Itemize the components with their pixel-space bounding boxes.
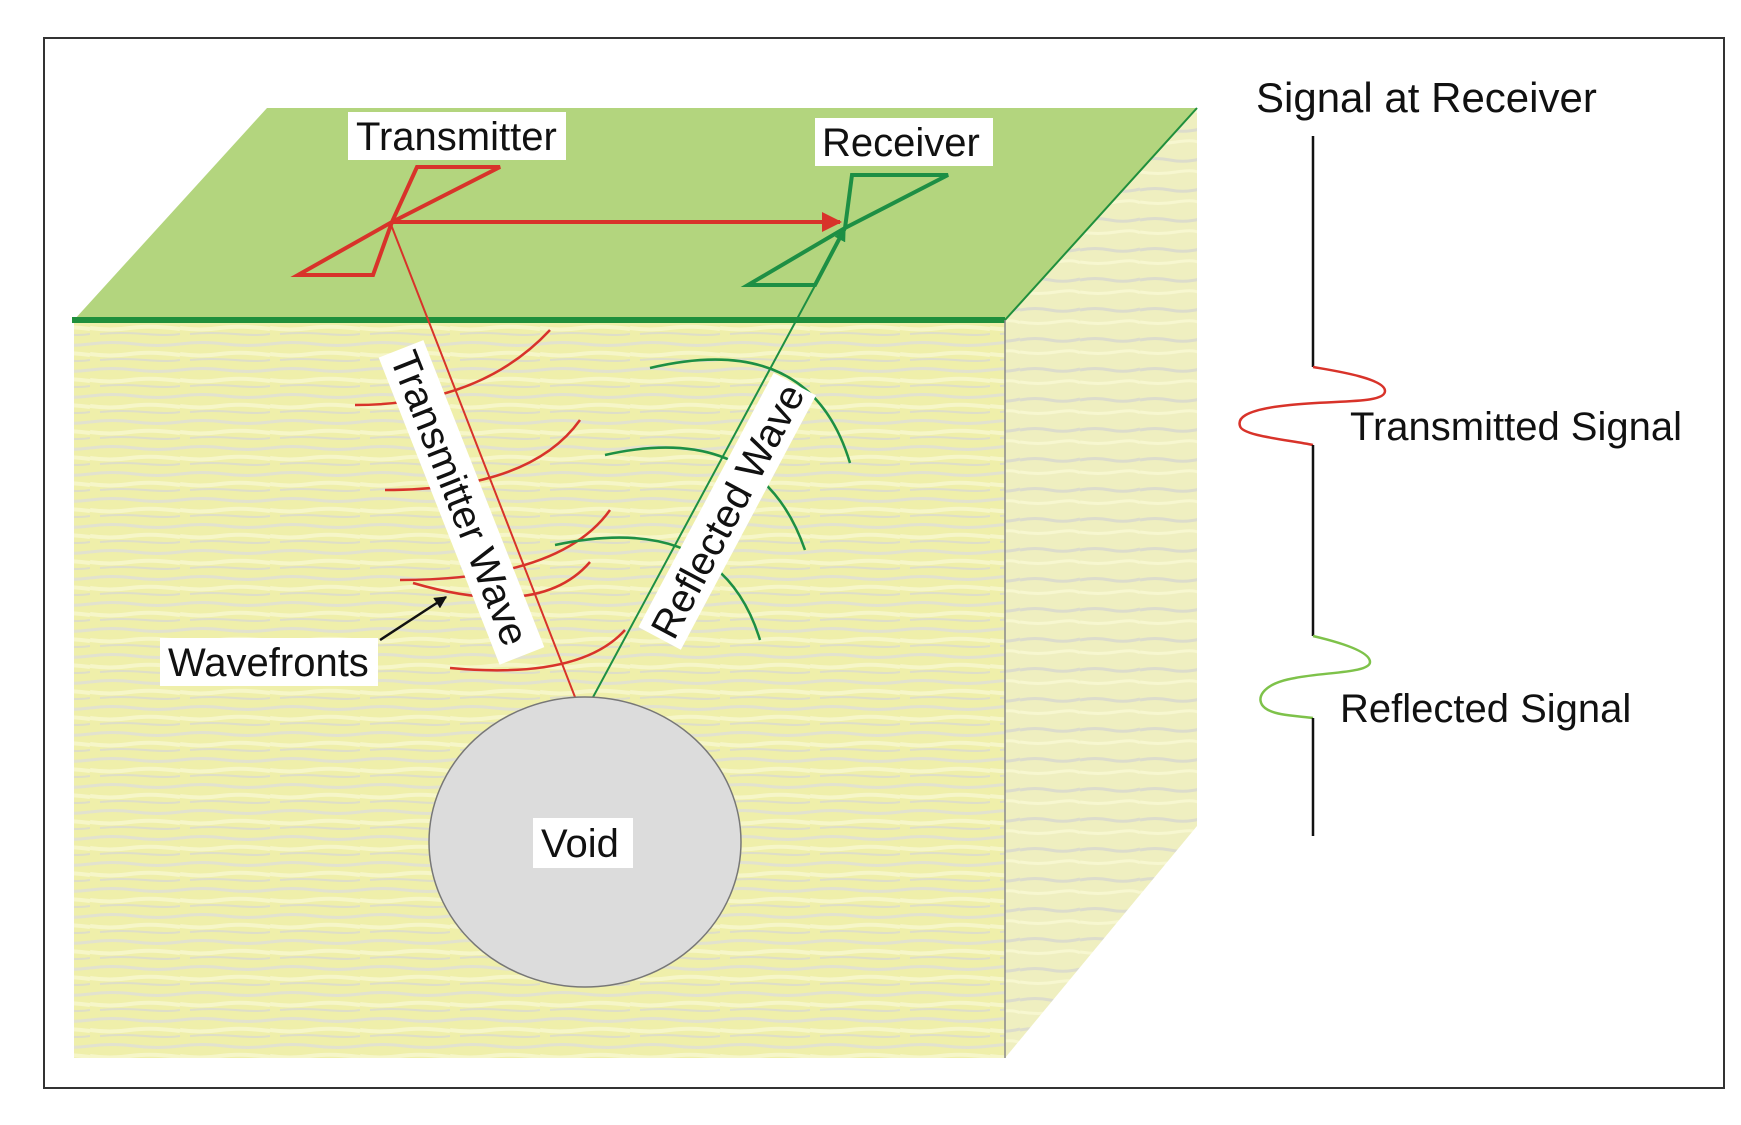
reflected-signal-label: Reflected Signal <box>1340 687 1631 731</box>
ground-side-face <box>1005 108 1197 1058</box>
transmitted-signal-label: Transmitted Signal <box>1350 405 1682 449</box>
transmitter-wave-ray <box>389 221 584 717</box>
ground-top-face <box>74 108 1197 320</box>
reflected-pulse <box>1259 634 1372 720</box>
transmitted-wavefronts <box>354 329 626 672</box>
receiver-label-box <box>815 118 993 166</box>
signal-trace <box>1238 136 1387 836</box>
transmitter-wave-label-box <box>378 340 545 665</box>
reflected-wave-ray <box>584 228 846 713</box>
wavefront-red <box>399 509 612 582</box>
top-right-edge <box>1004 107 1198 321</box>
transmitted-pulse <box>1238 365 1387 447</box>
reflected-wave-label-box <box>638 372 817 650</box>
wavefront-red <box>449 629 626 672</box>
receiver-antenna <box>740 173 949 287</box>
wavefront-red <box>384 419 582 492</box>
void-label-box <box>533 818 633 868</box>
wavefronts-pointer <box>379 595 448 642</box>
receiver-label: Receiver <box>822 121 980 165</box>
wavefront-red <box>354 329 551 407</box>
wavefront-green <box>649 358 852 464</box>
signal-title: Signal at Receiver <box>1256 74 1597 121</box>
transmitter-label-box <box>348 112 566 160</box>
ground-front-face <box>74 320 1005 1058</box>
transmitter-label: Transmitter <box>356 115 557 159</box>
wavefronts-label: Wavefronts <box>168 641 369 685</box>
void-label: Void <box>541 822 619 866</box>
wavefronts-label-box <box>160 638 378 686</box>
transmitter-antenna <box>290 165 501 277</box>
